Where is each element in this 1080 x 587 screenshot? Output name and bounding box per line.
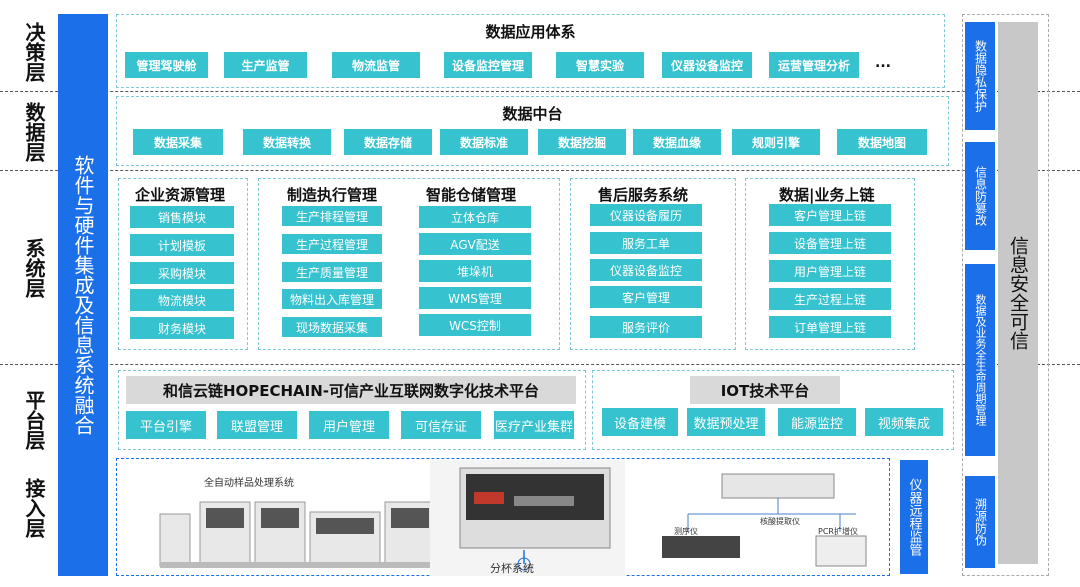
security-panel [962, 14, 1049, 576]
wms-item: 堆垛机 [419, 260, 531, 282]
layer-label-system: 系统层 [22, 238, 46, 298]
integration-bar: 软件与硬件集成及信息系统融合 [58, 14, 108, 576]
erp-title: 企业资源管理 [135, 186, 226, 204]
data-center-item: 数据地图 [837, 129, 927, 155]
remote-supervision-block: 仪器远程监管 [900, 460, 928, 574]
chain-panel [745, 178, 915, 350]
data-app-item: 运营管理分析 [769, 52, 859, 78]
after-sales-item: 客户管理 [590, 286, 702, 308]
instrument-label: 核酸提取仪 [760, 517, 800, 526]
iot-item: 视频集成 [865, 408, 943, 436]
layer-divider [0, 91, 1080, 92]
iot-panel [592, 370, 954, 450]
data-app-item: 管理驾驶舱 [125, 52, 208, 78]
erp-item: 销售模块 [130, 206, 234, 228]
mes-item: 生产过程管理 [282, 234, 382, 254]
data-center-item: 数据血缘 [633, 129, 721, 155]
layer-label-data: 数据层 [22, 102, 46, 162]
iot-item: 能源监控 [778, 408, 856, 436]
instrument-label: 测序仪 [674, 527, 698, 536]
layer-label-access: 接入层 [22, 478, 46, 538]
security-item-traceability: 溯源防伪 [965, 476, 995, 568]
data-app-item: 智慧实验 [556, 52, 644, 78]
after-sales-panel [570, 178, 736, 350]
hopechain-panel [118, 370, 586, 450]
after-sales-title: 售后服务系统 [598, 186, 689, 204]
data-app-item: 设备监控管理 [444, 52, 532, 78]
mes-item: 现场数据采集 [282, 317, 382, 337]
wms-item: 立体仓库 [419, 206, 531, 228]
mes-item: 物料出入库管理 [282, 289, 382, 309]
security-item-lifecycle: 数据及业务全生命周期管理 [965, 264, 995, 456]
layer-divider [0, 170, 1080, 171]
erp-item: 财务模块 [130, 317, 234, 339]
data-center-item: 数据采集 [133, 129, 223, 155]
iot-item: 数据预处理 [687, 408, 765, 436]
integration-bar-label: 软件与硬件集成及信息系统融合 [71, 155, 95, 435]
cup-dividing-system-image: 分杯系统 [430, 460, 625, 576]
hopechain-item: 医疗产业集群 [494, 411, 574, 439]
sample-processing-system-image: 全自动样品处理系统 [150, 466, 450, 574]
instrument-network-image: 核酸提取仪 PCR扩增仪 测序仪 [660, 468, 880, 574]
chain-item: 用户管理上链 [769, 260, 891, 282]
data-center-item: 规则引擎 [732, 129, 820, 155]
instrument-label: PCR扩增仪 [818, 527, 858, 536]
mes-title: 制造执行管理 [287, 186, 378, 204]
data-center-title: 数据中台 [502, 105, 563, 123]
data-center-item: 数据标准 [440, 129, 528, 155]
mes-wms-panel [258, 178, 560, 350]
data-app-title: 数据应用体系 [485, 23, 576, 41]
security-title-bar [998, 22, 1038, 564]
wms-item: WCS控制 [419, 314, 531, 336]
wms-item: AGV配送 [419, 233, 531, 255]
data-app-item: 物流监管 [332, 52, 420, 78]
hopechain-item: 用户管理 [309, 411, 389, 439]
more-ellipsis: ... [875, 55, 891, 71]
after-sales-item: 仪器设备履历 [590, 204, 702, 226]
layer-divider [0, 364, 1080, 365]
hopechain-item: 联盟管理 [217, 411, 297, 439]
erp-item: 计划模板 [130, 234, 234, 256]
data-center-item: 数据挖掘 [538, 129, 626, 155]
security-item-privacy: 数据隐私保护 [965, 22, 995, 130]
wms-title: 智能仓储管理 [426, 186, 517, 204]
chain-item: 客户管理上链 [769, 204, 891, 226]
iot-item: 设备建模 [602, 408, 678, 436]
chain-title: 数据|业务上链 [779, 186, 875, 204]
image-caption: 分杯系统 [490, 562, 534, 575]
image-caption: 全自动样品处理系统 [204, 478, 294, 489]
security-title: 信息安全可信 [1007, 236, 1029, 350]
data-center-item: 数据转换 [243, 129, 331, 155]
after-sales-item: 服务工单 [590, 232, 702, 254]
data-center-item: 数据存储 [344, 129, 432, 155]
hopechain-title: 和信云链HOPECHAIN-可信产业互联网数字化技术平台 [126, 376, 576, 404]
chain-item: 生产过程上链 [769, 288, 891, 310]
data-app-item: 生产监管 [224, 52, 307, 78]
layer-label-platform: 平台层 [22, 390, 46, 450]
data-app-panel: 数据应用体系 管理驾驶舱 生产监管 物流监管 设备监控管理 智慧实验 仪器设备监… [116, 14, 945, 88]
layer-label-decision: 决策层 [22, 22, 46, 82]
data-center-panel: 数据中台 数据采集 数据转换 数据存储 数据标准 数据挖掘 数据血缘 规则引擎 … [116, 96, 949, 166]
after-sales-item: 服务评价 [590, 316, 702, 338]
erp-item: 物流模块 [130, 289, 234, 311]
erp-item: 采购模块 [130, 262, 234, 284]
after-sales-item: 仪器设备监控 [590, 259, 702, 281]
security-item-tamper: 信息防篡改 [965, 142, 995, 250]
erp-panel [118, 178, 248, 350]
mes-item: 生产排程管理 [282, 206, 382, 226]
chain-item: 设备管理上链 [769, 232, 891, 254]
hopechain-item: 可信存证 [401, 411, 481, 439]
hopechain-item: 平台引擎 [126, 411, 206, 439]
wms-item: WMS管理 [419, 287, 531, 309]
mes-item: 生产质量管理 [282, 262, 382, 282]
data-app-item: 仪器设备监控 [662, 52, 752, 78]
chain-item: 订单管理上链 [769, 316, 891, 338]
iot-title: IOT技术平台 [690, 376, 840, 404]
